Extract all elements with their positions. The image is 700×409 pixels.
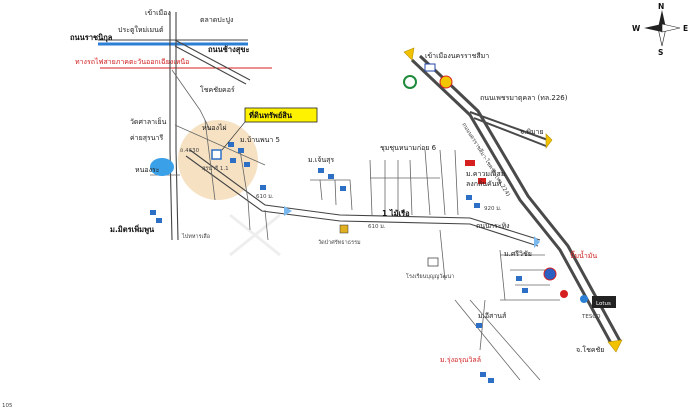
road-cross-c [239,149,251,231]
pond-icon [150,158,174,176]
temple-icon [339,224,349,234]
compass-n: N [658,2,664,11]
label-soi: หนองไผ่ [202,123,227,132]
label-new-gate: ประตูใหม่เมนต์ [118,25,164,34]
house-icon [238,148,244,153]
label-school-b: โรงเรียนบุญญวัฒนา [406,272,454,280]
label-corner-number: 105 [2,403,13,409]
label-village-a: ม.บ้านพนา 5 [240,136,280,144]
highway-diagonal [410,54,622,346]
compass-e: E [683,24,688,33]
label-to-school: ไปทหารเสือ [181,233,210,240]
label-entry-top: เข้าเมืองนครราชสีมา [425,52,489,60]
label-village-f: ม.อีสานส์ [478,312,507,320]
house-icon [260,185,266,190]
compass-s: S [658,48,663,57]
shell-logo-icon [439,75,453,89]
label-school: โชคชัยคอร์ [200,85,235,94]
label-village-d2: ลงกลิ่นคันท์ [466,179,501,188]
house-icon [474,203,480,208]
esso-logo-icon [424,63,436,72]
road-east-west-main [185,149,541,247]
house-icon [318,168,324,173]
arrow-phimai-icon [545,133,553,149]
label-road-226: ถนนเพชรมาตุคลา (ทล.226) [480,94,568,102]
house-icon [244,162,250,167]
label-tesco: TESCO [581,314,601,320]
watermark-mark [229,213,281,257]
label-village-b: ม.มิตรเพิ่มพูน [110,223,155,235]
distance-tag: สุรนารี 1.1 [202,165,229,172]
label-road-left: ถนนราชนิกุล [70,33,113,42]
roads-village-c [310,179,353,211]
house-icon [516,276,522,281]
road-cross-e [264,209,269,241]
house-icon [328,174,334,179]
road-diagonal-top [174,39,251,85]
road-north-south-left [169,12,179,241]
ptt-logo-icon [403,75,417,89]
label-soi6: ชุมชุนหนามก่อย 6 [380,144,437,152]
arrow-junction-icon [284,206,292,216]
house-icon [522,288,528,293]
distance-tag: 610 ม. [256,194,274,200]
house-icon [476,323,482,328]
label-junction: 1 ไม้เรือ [382,208,410,218]
property-label: ที่ดินทรัพย์สิน [249,109,293,120]
arrow-chokchai-icon [607,339,623,353]
house-icon [230,158,236,163]
house-icon [340,186,346,191]
distance-tag: 610 ม. [368,224,386,230]
lotus-logo-icon [592,296,616,308]
label-road-right: ถนนช้างสุขะ [208,45,250,54]
label-village-e: ม.ศรีวิชัย [504,250,532,258]
arrow-north-entry-icon [403,47,415,61]
roads-south [439,229,560,381]
property-marker-icon [211,149,222,160]
label-temple-left: วัดศาลาเย็น [130,117,167,126]
label-temple-b: วัดป่าศรัทธาธรรม [318,239,361,246]
blue-road-top [98,39,248,46]
label-market: ตลาดปะปูง [200,16,233,24]
label-camp: ค่ายสุรนารี [130,134,163,142]
road-cross-a [174,124,266,166]
road-cross-b [204,119,216,201]
label-village-d: ม.คาวมณีสม [466,170,505,178]
label-phimai: จ.พิมาย [520,128,544,136]
label-north-lane: ถนนกระทิง [476,222,510,230]
road-to-school [171,69,211,131]
house-icon [480,372,486,377]
school-icon [427,257,439,267]
label-chokchai: จ.โชคชัย [576,345,604,354]
property-highlight: ที่ดินทรัพย์สิน [221,107,318,151]
label-village-g: ม.รุ่งอรุณวิลล์ [440,356,481,364]
compass-rose-icon: N S W E [632,2,688,57]
shop-logo-icon [465,160,475,166]
house-icon [156,218,162,223]
road-226 [469,111,549,147]
gas-station-icon [560,290,568,298]
arrow-junction-icon [534,236,540,248]
label-railway: ทางรถไฟสายภาคตะวันออกเฉียงเหนือ [75,57,189,66]
house-icon [488,378,494,383]
label-village-c: ม.เจ้นสุร [308,156,334,164]
property-area [178,120,258,200]
label-road-small: ถ.4630 [180,148,200,154]
roads-soi6 [369,149,459,216]
distance-tag: 920 ม. [484,206,502,212]
label-lotus: Lotus [596,301,611,307]
house-icon [228,142,234,147]
house-icon [150,210,156,215]
label-top-city: เข้าเมือง [145,9,171,17]
compass-w: W [632,24,641,33]
bank-logo-icon [543,267,557,281]
shop-logo-icon [478,178,486,184]
house-icon [466,195,472,200]
label-pond: หนองระ [135,166,160,174]
label-gas: ปั๊มน้ำมัน [570,249,597,260]
gas-station-icon [580,295,588,303]
